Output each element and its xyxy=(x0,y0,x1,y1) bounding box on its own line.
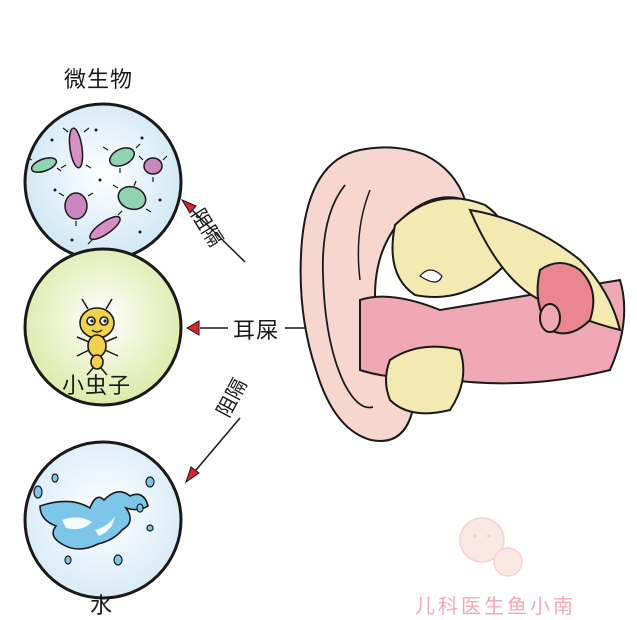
arrow-bug xyxy=(186,320,228,336)
microbe-icon xyxy=(23,102,183,262)
label-microbes: 微生物 xyxy=(64,68,134,93)
water-splash-icon xyxy=(23,440,183,600)
watermark-mascot xyxy=(459,517,523,577)
diagram-canvas xyxy=(23,102,626,600)
label-water: 水 xyxy=(90,594,113,619)
arrow-water xyxy=(185,417,241,484)
label-earwax: 耳屎 xyxy=(233,319,280,344)
bug-icon xyxy=(23,247,183,407)
label-bugs: 小虫子 xyxy=(62,374,132,399)
ear-cross-section-icon xyxy=(299,146,626,442)
arrow-microbe xyxy=(180,198,246,263)
